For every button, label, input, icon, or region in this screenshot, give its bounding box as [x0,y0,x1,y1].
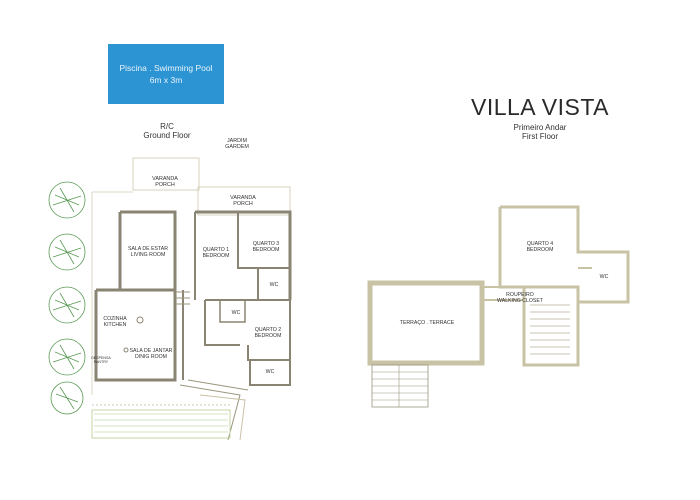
living-room-label-en: LIVING ROOM [130,252,166,259]
trees [48,181,86,415]
quarto4-label-en: BEDROOM [526,247,554,254]
porch-right-label: VARANDA PORCH [218,195,268,208]
swimming-pool: Piscina . Swimming Pool 6m x 3m [108,44,224,104]
quarto1-label-en: BEDROOM [202,253,230,260]
porch-right-label-en: PORCH [233,201,253,208]
dining-room-label-pt: SALA DE JANTAR [129,348,173,354]
living-room-label: SALA DE ESTAR LIVING ROOM [122,246,174,258]
first-floor-label-en: First Floor [522,132,558,141]
page-title: VILLA VISTA [470,94,610,120]
pool-label: Piscina . Swimming Pool [119,63,213,73]
pantry-label-en: PANTRY [93,360,109,365]
first-floor-label-pt: Primeiro Andar [513,123,567,132]
quarto3-label-pt: QUARTO 3 [252,241,280,247]
quarto1-label: QUARTO 1 BEDROOM [196,247,236,259]
quarto3-label: QUARTO 3 BEDROOM [246,241,286,253]
closet-label-en: WALKING CLOSET [497,298,543,305]
dining-room-label: SALA DE JANTAR DINIG ROOM [120,348,182,360]
garden-label-en: GARDEM [225,144,249,151]
quarto2-label: QUARTO 2 BEDROOM [248,327,288,339]
porch-left-label-en: PORCH [155,182,175,189]
first-floor-wc-label: WC [599,274,609,280]
pool-size: 6m x 3m [149,75,183,85]
garden-label: JARDIM GARDEM [210,138,264,151]
quarto2-label-en: BEDROOM [254,333,282,340]
ground-floor-plan [91,157,292,441]
quarto3-label-en: BEDROOM [252,247,280,254]
quarto4-label-pt: QUARTO 4 [526,241,554,247]
garden-label-pt: JARDIM [226,138,248,144]
dining-room-label-en: DINIG ROOM [135,354,167,361]
terrace-label: TERRAÇO . TERRACE [399,320,455,326]
ground-floor-label-pt: R/C [160,122,174,131]
ground-floor-label-en: Ground Floor [143,131,191,140]
porch-left-label: VARANDA PORCH [140,176,190,189]
ground-floor-heading: R/C Ground Floor [117,122,217,140]
first-floor-heading: Primeiro Andar First Floor [490,123,590,141]
walking-closet-label: ROUPEIRO WALKING CLOSET [488,292,552,304]
wc2-label: WC [231,310,241,316]
porch-left-label-pt: VARANDA [152,176,178,182]
porch-right-label-pt: VARANDA [230,195,256,201]
quarto4-label: QUARTO 4 BEDROOM [517,241,563,253]
pantry-label-pt: DESPENSA [91,356,111,360]
kitchen-label: COZINHA KITCHEN [98,316,132,328]
kitchen-label-pt: COZINHA [103,316,127,322]
kitchen-label-en: KITCHEN [103,322,127,329]
closet-label-pt: ROUPEIRO [506,292,534,298]
first-floor-plan [367,205,630,408]
living-room-label-pt: SALA DE ESTAR [128,246,168,252]
wc1-label: WC [269,282,279,288]
quarto2-label-pt: QUARTO 2 [254,327,282,333]
quarto1-label-pt: QUARTO 1 [202,247,230,253]
wc3-label: WC [265,369,275,375]
pantry-label: DESPENSA PANTRY [88,356,114,364]
